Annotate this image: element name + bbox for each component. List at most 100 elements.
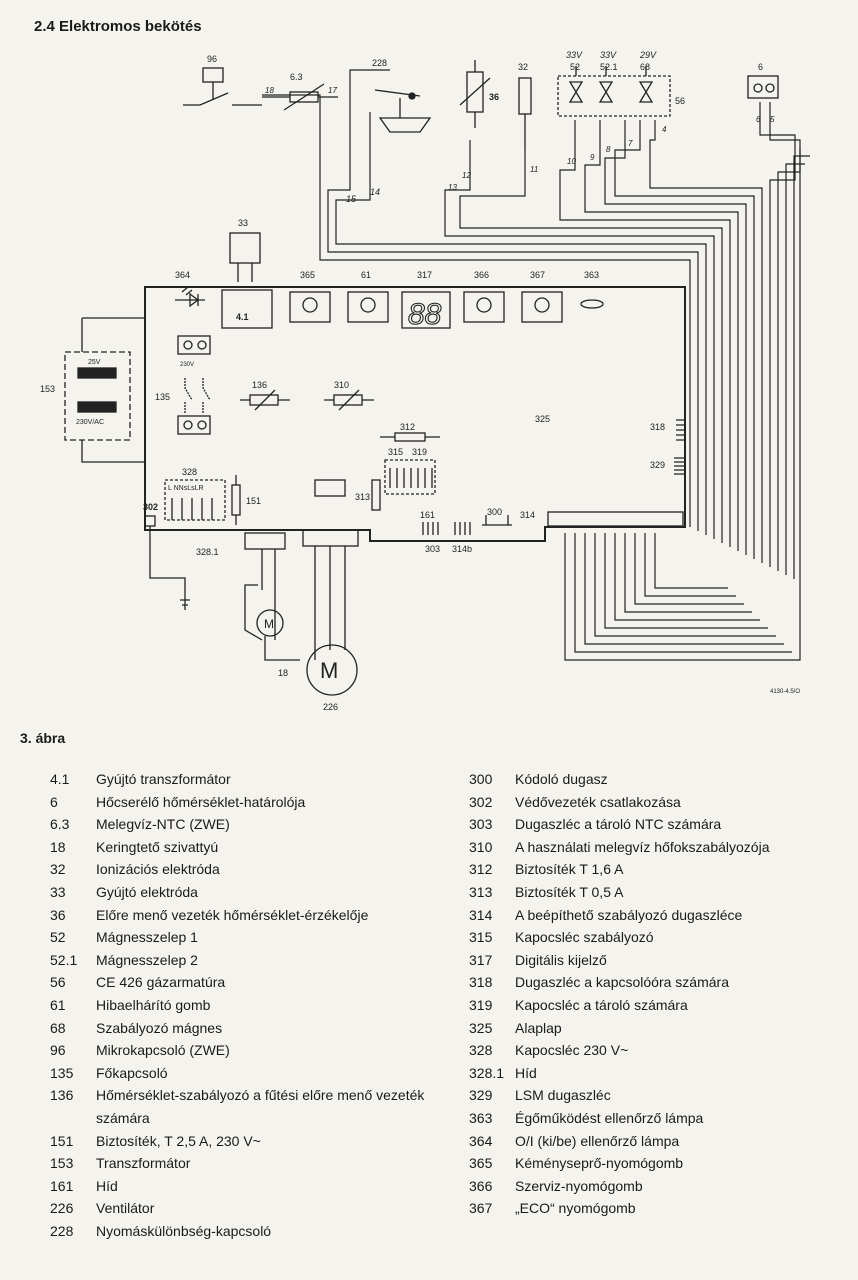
legend-text: Ionizációs elektróda (96, 861, 220, 878)
legend-number: 135 (50, 1064, 74, 1081)
legend-number: 151 (50, 1132, 74, 1149)
legend-text: Biztosíték T 1,6 A (515, 861, 624, 878)
legend-number: 136 (50, 1087, 74, 1104)
fan-plug (302, 529, 359, 547)
control-buttons (289, 291, 604, 329)
trafo-top-label: 25V (88, 359, 101, 366)
legend-text: Ventilátor (96, 1200, 155, 1217)
legend-number: 6.3 (50, 816, 70, 833)
c302-label: 302 (143, 502, 158, 512)
wire-17-label: 17 (328, 86, 337, 95)
legend-text: Mágnesszelep 1 (96, 929, 198, 946)
legend-number: 32 (50, 861, 66, 878)
wire-7-label: 7 (628, 139, 633, 148)
wire-5-label: 5 (770, 115, 775, 124)
c32-electrode (518, 77, 532, 115)
v52-label: 33V (566, 50, 583, 60)
legend-text: O/I (ki/be) ellenőrző lámpa (515, 1132, 680, 1149)
drawing-code: 4130-4.5/O (770, 689, 800, 695)
c52_1-label: 52.1 (600, 62, 618, 72)
c63-label: 6.3 (290, 72, 303, 82)
legend-number: 364 (469, 1132, 493, 1149)
legend-item: 136 Hőmérséklet-szabályozó a fűtési előre… (50, 1084, 450, 1129)
c32-label: 32 (518, 62, 528, 72)
legend-number: 303 (469, 816, 493, 833)
legend-number: 310 (469, 838, 493, 855)
c313-fuse (371, 479, 381, 511)
legend-text: Gyújtó transzformátor (96, 771, 231, 787)
c314b-connector (454, 522, 471, 535)
legend-number: 36 (50, 906, 66, 923)
c310-thermostat (333, 394, 363, 406)
wire-4-label: 4 (662, 125, 667, 134)
legend-number: 6 (50, 793, 58, 810)
c68-label: 68 (640, 62, 650, 72)
legend-number: 325 (469, 1019, 493, 1036)
c314b-label: 314b (452, 544, 472, 554)
legend-text: Kódoló dugasz (515, 771, 608, 787)
c317-label: 317 (417, 270, 432, 280)
legend-text: Hőmérséklet-szabályozó a fűtési előre me… (96, 1087, 425, 1126)
c303-connector (422, 522, 439, 535)
c303-label: 303 (425, 544, 440, 554)
switch-230-label: 230V (180, 362, 194, 368)
c228-switch (374, 89, 432, 133)
section-title: 2.4 Elektromos bekötés (34, 18, 202, 35)
c367-label: 367 (530, 270, 545, 280)
c329-connector (674, 457, 684, 475)
legend-text: Főkapcsoló (96, 1064, 168, 1081)
legend-number: 68 (50, 1019, 66, 1036)
legend-text: Transzformátor (96, 1155, 191, 1172)
fan-connector (314, 479, 346, 497)
legend-number: 52 (50, 929, 66, 946)
legend-number: 365 (469, 1155, 493, 1172)
legend-text: Híd (515, 1064, 537, 1081)
t328-label: L NNsLsLR (168, 485, 204, 492)
trafo-bottom-label: 230V/AC (76, 419, 104, 426)
c56-label: 56 (675, 96, 685, 106)
wiring-diagram: 96 6.3 18 17 228 15 14 36 13 12 32 11 33… (40, 50, 810, 712)
legend-item: 32 Ionizációs elektróda (50, 858, 450, 881)
c364-label: 364 (175, 270, 190, 280)
v68-label: 29V (639, 50, 657, 60)
legend-text: Biztosíték T 0,5 A (515, 883, 624, 900)
c226-label: 226 (323, 702, 338, 712)
v52_1-label: 33V (600, 50, 617, 60)
c135-switch (184, 378, 211, 414)
legend-number: 314 (469, 906, 493, 923)
c136-thermostat (249, 394, 279, 406)
legend-text: Biztosíték, T 2,5 A, 230 V~ (96, 1132, 261, 1149)
c312-label: 312 (400, 422, 415, 432)
c161-label: 161 (420, 510, 435, 520)
c96-box (202, 67, 224, 83)
c52-label: 52 (570, 62, 580, 72)
legend-text: Égőműködést ellenőrző lámpa (515, 1109, 704, 1126)
legend-number: 302 (469, 793, 493, 810)
legend-number: 52.1 (50, 951, 78, 968)
c135-connector-top (177, 335, 211, 355)
legend-text: Előre menő vezeték hőmérséklet-érzékelőj… (96, 906, 369, 923)
fan-motor (306, 644, 358, 696)
wire-14-label: 14 (370, 187, 380, 197)
legend-text: Mikrokapcsoló (ZWE) (96, 1042, 230, 1059)
wire-9-label: 9 (590, 153, 595, 162)
legend-number: 96 (50, 1042, 66, 1059)
c328-terminal-block (164, 479, 226, 521)
wire-15-label: 15 (346, 194, 357, 204)
